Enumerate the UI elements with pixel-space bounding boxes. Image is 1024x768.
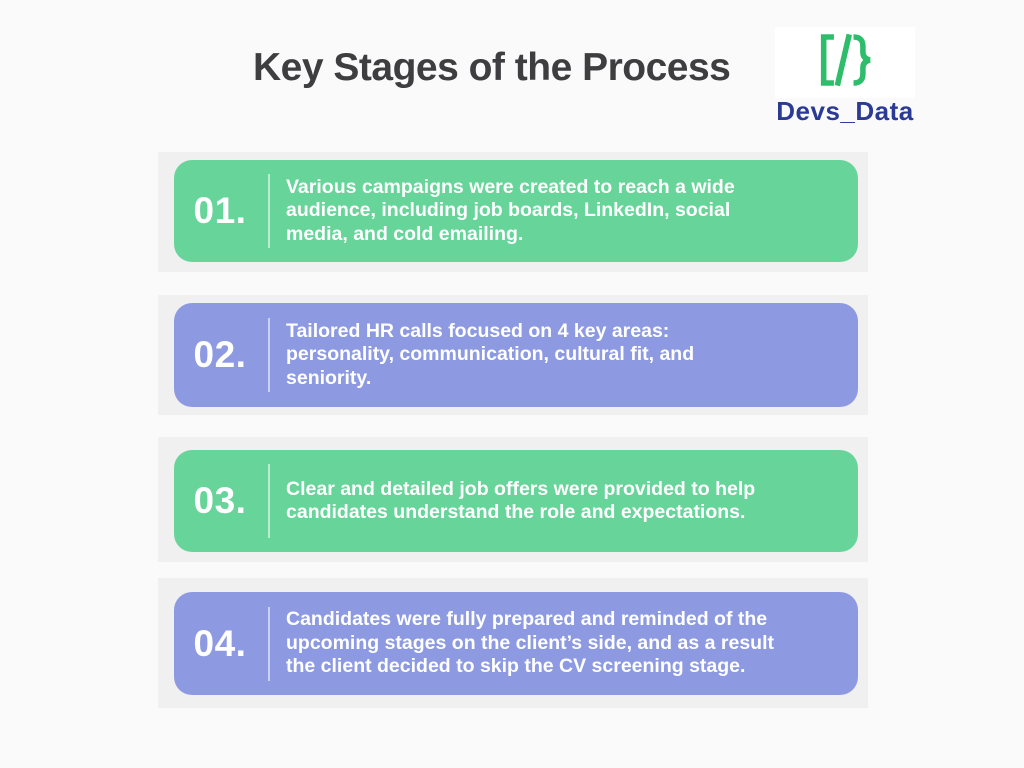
- stage-card-1: 01. Various campaigns were created to re…: [174, 160, 858, 262]
- stage-text: Various campaigns were created to reach …: [286, 175, 735, 245]
- divider-line: [268, 318, 270, 392]
- divider-line: [268, 174, 270, 248]
- stage-number: 03.: [193, 480, 247, 521]
- divider-line: [268, 606, 270, 681]
- logo-wordmark: Devs_Data: [776, 96, 914, 126]
- stage-number: 04.: [193, 622, 247, 664]
- stage-card-4: 04. Candidates were fully prepared and r…: [174, 592, 858, 695]
- stage-number: 01.: [193, 190, 247, 231]
- devsdata-logo: [775, 27, 915, 98]
- divider-line: [268, 464, 270, 538]
- stage-card-3: 03. Clear and detailed job offers were p…: [174, 450, 858, 552]
- stage-text: Candidates were fully prepared and remin…: [286, 608, 774, 678]
- page-title: Key Stages of the Process: [253, 46, 731, 89]
- stage-number: 02.: [193, 334, 247, 375]
- stage-card-2: 02. Tailored HR calls focused on 4 key a…: [174, 303, 858, 407]
- stage-text: Tailored HR calls focused on 4 key areas…: [286, 319, 695, 389]
- stage-text: Clear and detailed job offers were provi…: [286, 477, 756, 523]
- code-brackets-icon: [812, 31, 878, 94]
